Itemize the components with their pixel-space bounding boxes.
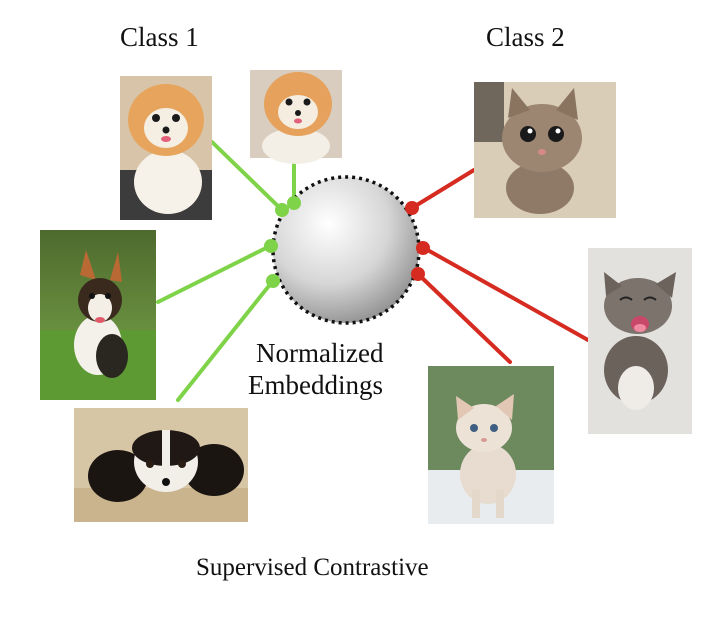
link-cat-2 bbox=[422, 246, 590, 342]
spaniel-photo bbox=[74, 408, 248, 522]
corgi-photo bbox=[40, 230, 156, 400]
link-dog-4 bbox=[176, 280, 274, 402]
link-cat-3 bbox=[416, 272, 512, 364]
kitten-photo-1 bbox=[474, 82, 616, 218]
dot-dog-4 bbox=[266, 274, 280, 288]
dot-dog-2 bbox=[287, 196, 301, 210]
dot-cat-3 bbox=[411, 267, 425, 281]
dot-dog-3 bbox=[264, 239, 278, 253]
dot-cat-2 bbox=[416, 241, 430, 255]
figure-caption: Supervised Contrastive bbox=[196, 554, 429, 581]
kitten-photo-2 bbox=[588, 248, 692, 434]
class-2-links bbox=[410, 168, 590, 364]
class-1-links bbox=[156, 140, 296, 402]
dot-cat-1 bbox=[405, 201, 419, 215]
pomeranian-photo-1 bbox=[120, 76, 212, 220]
embedding-label-line-1: Normalized bbox=[256, 338, 384, 368]
kitten-photo-3 bbox=[428, 366, 554, 524]
pomeranian-photo-2 bbox=[250, 70, 342, 164]
link-cat-1 bbox=[410, 168, 476, 210]
embedding-label-line-2: Embeddings bbox=[248, 370, 383, 400]
link-dog-1 bbox=[210, 140, 284, 212]
class-2-label: Class 2 bbox=[486, 22, 565, 52]
class-1-dots bbox=[264, 196, 301, 288]
dot-dog-1 bbox=[275, 203, 289, 217]
class-2-dots bbox=[405, 201, 430, 281]
class-1-label: Class 1 bbox=[120, 22, 199, 52]
link-dog-3 bbox=[156, 244, 272, 304]
